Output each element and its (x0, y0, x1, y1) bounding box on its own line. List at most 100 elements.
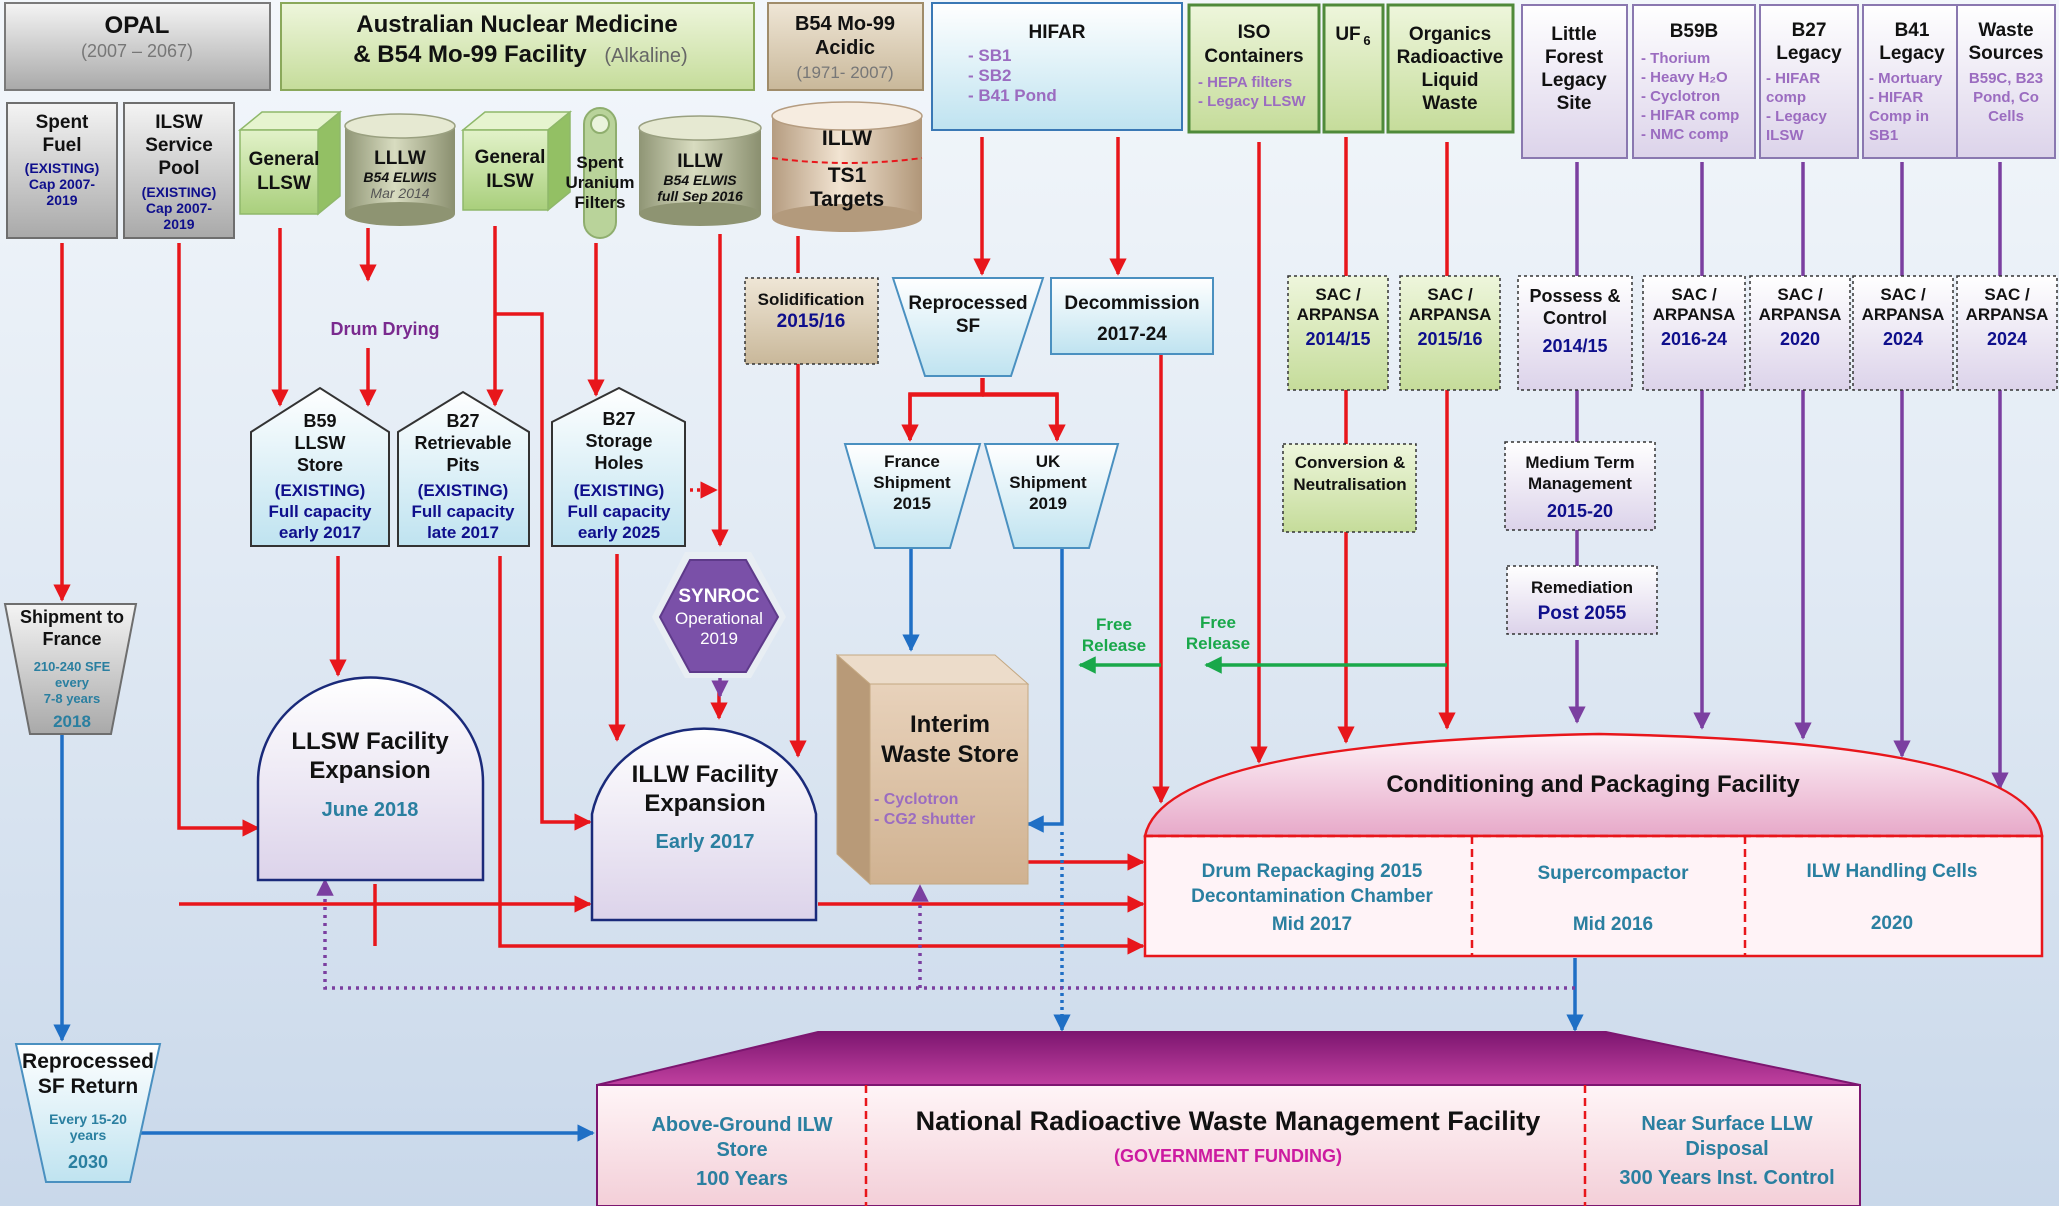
decommission-box: Decommission 2017-24 (1050, 277, 1214, 355)
b59b-title: B59B (1670, 21, 1719, 42)
b54acid-years: (1971- 2007) (796, 63, 893, 82)
shipment-to-france-funnel: Shipment to France 210-240 SFE every 7-8… (3, 603, 138, 735)
waste-sources-header: Waste Sources B59C, B23 Pond, Co Cells (1956, 4, 2056, 159)
spentfuel-status: Cap 2007- (29, 176, 95, 192)
spent-uranium-filters: Spent Uranium Filters (566, 107, 634, 239)
llsw-exp-line: Expansion (309, 757, 430, 784)
general-ilsw-cube: General ILSW (460, 110, 573, 212)
spent-fuel-box: Spent Fuel (EXISTING) Cap 2007- 2019 (6, 102, 118, 239)
solidification-title: Solidification (758, 290, 865, 309)
general-llsw-cube: General LLSW (237, 110, 343, 216)
ilswpool-status: (EXISTING) (142, 184, 217, 200)
sac6-date: 2024 (1987, 329, 2027, 349)
llsw-facility-expansion: LLSW Facility Expansion June 2018 (256, 676, 485, 882)
free-release-2: Free (1200, 613, 1236, 632)
sac-arpansa-2: SAC / ARPANSA 2015/16 (1399, 275, 1501, 391)
reprocessedsf-line: Reprocessed (908, 293, 1027, 314)
uk-shipment-line: Shipment (1009, 473, 1087, 492)
little-forest-header: Little Forest Legacy Site (1521, 4, 1628, 159)
free-release-labels: Free Release Free Release (1082, 613, 1250, 655)
b27pits-line: B27 (446, 411, 479, 431)
b59b-item: - Thorium (1641, 50, 1710, 67)
hifar-item: - SB2 (968, 66, 1011, 85)
spentfuel-line: Fuel (42, 135, 81, 156)
nrwmf-right: Near Surface LLW (1641, 1113, 1812, 1135)
anm-title-line1: Australian Nuclear Medicine (356, 11, 677, 38)
nrwmf-building: National Radioactive Waste Management Fa… (596, 1031, 1861, 1206)
nrwmf-title: National Radioactive Waste Management Fa… (916, 1106, 1541, 1136)
lllw-date: Mar 2014 (370, 185, 429, 201)
ts1-illw: ILLW (822, 127, 872, 150)
possess-control-box: Possess & Control 2014/15 (1517, 275, 1633, 391)
uk-shipment-line: UK (1036, 452, 1061, 471)
sac5-date: 2024 (1883, 329, 1923, 349)
ilswpool-line: ILSW (155, 112, 203, 133)
generalilsw-line: General (475, 147, 546, 168)
synroc-title: SYNROC (678, 586, 760, 607)
wastesources-item: Cells (1988, 108, 2024, 125)
shipment-france-detail: every (55, 675, 90, 690)
b59b-header: B59B - Thorium - Heavy H₂O - Cyclotron -… (1632, 4, 1756, 159)
iso-containers-header: ISO Containers - HEPA filters - Legacy L… (1187, 3, 1321, 134)
decommission-date: 2017-24 (1097, 324, 1167, 345)
nrwmf-left: 100 Years (696, 1168, 788, 1190)
illwcyl-date: full Sep 2016 (657, 188, 743, 204)
hifar-item: - SB1 (968, 46, 1011, 65)
littleforest-line: Site (1557, 93, 1592, 114)
free-release-1: Release (1082, 636, 1146, 655)
shipment-france-detail: 7-8 years (44, 691, 100, 706)
ilswpool-line: Service (145, 135, 213, 156)
interim-item: - CG2 shutter (874, 811, 975, 828)
reprocessed-sf-funnel: Reprocessed SF (891, 277, 1045, 377)
free-release-1: Free (1096, 615, 1132, 634)
conversion-line: Conversion & (1295, 453, 1406, 472)
b59-line: LLSW (295, 433, 346, 453)
wastesources-line1: Waste (1978, 20, 2033, 41)
ilw-handling-title: ILW Handling Cells (1806, 861, 1977, 882)
organics-line: Waste (1422, 93, 1477, 114)
b27legacy-line1: B27 (1792, 20, 1827, 41)
b54acid-line1: B54 Mo-99 (795, 13, 895, 35)
organics-line: Radioactive (1397, 47, 1504, 68)
nrwmf-right: 300 Years Inst. Control (1619, 1167, 1834, 1189)
sac-arpansa-4: SAC / ARPANSA 2020 (1749, 275, 1851, 391)
sac4-line: ARPANSA (1759, 305, 1842, 324)
b27holes-line: B27 (602, 409, 635, 429)
uk-shipment-funnel: UK Shipment 2019 (983, 443, 1120, 549)
drum-drying-label: Drum Drying (330, 319, 439, 339)
ts1-line2: Targets (810, 188, 884, 211)
possess-line: Control (1543, 308, 1607, 328)
sac-arpansa-5: SAC / ARPANSA 2024 (1852, 275, 1954, 391)
b59-line: B59 (303, 411, 336, 431)
wastesources-item: Pond, Co (1973, 89, 2039, 106)
possess-date: 2014/15 (1542, 336, 1607, 356)
medium-term-line: Medium Term (1525, 453, 1634, 472)
nrwmf-right: Disposal (1685, 1138, 1768, 1160)
ilswpool-status: Cap 2007- (146, 200, 212, 216)
solidification-box: Solidification 2015/16 (744, 277, 879, 365)
iso-item: - Legacy LLSW (1198, 93, 1306, 110)
sac1-line: SAC / (1315, 285, 1361, 304)
synroc-line: Operational (675, 609, 763, 628)
anm-title-line2: & B54 Mo-99 Facility (353, 41, 587, 68)
lllw-title: LLLW (374, 148, 426, 169)
sac3-line: SAC / (1671, 285, 1717, 304)
medium-term-date: 2015-20 (1547, 501, 1613, 521)
supercompactor-date: Mid 2016 (1573, 914, 1653, 935)
interim-line: Waste Store (881, 741, 1019, 768)
b27legacy-item: - HIFAR (1766, 70, 1820, 87)
sac1-date: 2014/15 (1305, 329, 1370, 349)
sac-arpansa-1: SAC / ARPANSA 2014/15 (1287, 275, 1389, 391)
b27pits-line: Retrievable (414, 433, 511, 453)
littleforest-line: Forest (1545, 47, 1604, 68)
anm-alkaline: (Alkaline) (604, 45, 687, 67)
b59-llsw-store: B59 LLSW Store (EXISTING) Full capacity … (250, 386, 390, 547)
b27holes-status: early 2025 (578, 523, 660, 542)
iso-line1: ISO (1238, 22, 1271, 43)
uf6-label: UF (1335, 24, 1360, 45)
conditioning-col1: Drum Repackaging 2015 (1202, 861, 1423, 882)
conditioning-col1: Mid 2017 (1272, 914, 1352, 935)
synroc-hexagon: SYNROC Operational 2019 (652, 552, 786, 678)
shipment-split-lines (901, 378, 1066, 442)
b59b-item: - Heavy H₂O (1641, 69, 1728, 86)
